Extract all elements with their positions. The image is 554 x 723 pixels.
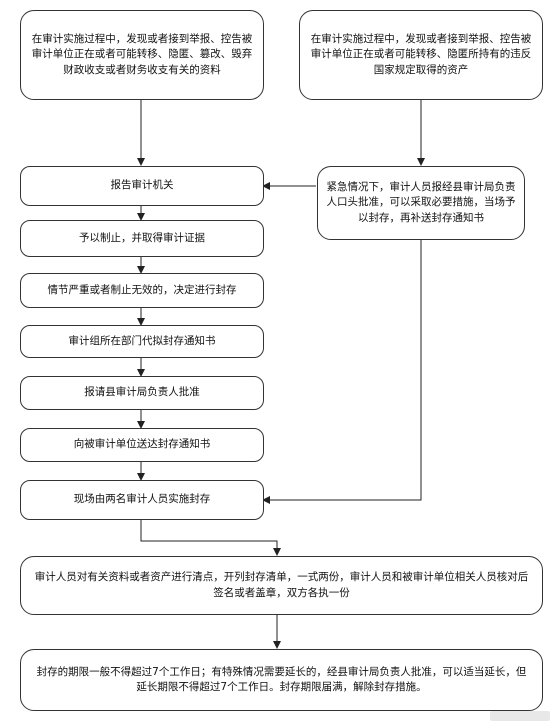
step-1-label: 报告审计机关 — [110, 179, 174, 192]
step-7-label: 现场由两名审计人员实施封存 — [73, 493, 211, 506]
deadline-box: 封存的期限一般不得超过7个工作日；有特殊情况需要延长的，经县审计局负责人批准，可… — [20, 649, 543, 711]
step-5-label: 报请县审计局负责人批准 — [84, 386, 200, 399]
step-4-label: 审计组所在部门代拟封存通知书 — [68, 334, 216, 347]
arrow-emergency-to-step7 — [262, 240, 422, 504]
step-request-approval: 报请县审计局负责人批准 — [20, 376, 264, 410]
emergency-box: 紧急情况下，审计人员报经县审计局负责人口头批准，可以采取必要措施，当场予以封存，… — [317, 166, 525, 240]
inventory-box: 审计人员对有关资料或者资产进行清点，开列封存清单，一式两份，审计人员和被审计单位… — [20, 556, 543, 615]
inventory-text: 审计人员对有关资料或者资产进行清点，开列封存清单，一式两份，审计人员和被审计单位… — [34, 571, 529, 599]
step-deliver-seal-notice: 向被审计单位送达封存通知书 — [20, 428, 264, 462]
top-right-condition-box: 在审计实施过程中，发现或者接到举报、控告被审计单位正在或者可能转移、隐匿所持有的… — [299, 10, 543, 100]
step-6-label: 向被审计单位送达封存通知书 — [73, 438, 211, 451]
step-onsite-seal: 现场由两名审计人员实施封存 — [20, 480, 264, 520]
top-left-condition-text: 在审计实施过程中，发现或者接到举报、控告被审计单位正在或者可能转移、隐匿、篡改、… — [31, 33, 253, 76]
step-report-audit-authority: 报告审计机关 — [20, 166, 264, 206]
step-stop-and-collect-evidence: 予以制止，并取得审计证据 — [20, 220, 264, 257]
emergency-text: 紧急情况下，审计人员报经县审计局负责人口头批准，可以采取必要措施，当场予以封存，… — [326, 181, 516, 224]
top-right-condition-text: 在审计实施过程中，发现或者接到举报、控告被审计单位正在或者可能转移、隐匿所持有的… — [310, 33, 532, 76]
step-draft-seal-notice: 审计组所在部门代拟封存通知书 — [20, 325, 264, 358]
watermark-image — [490, 711, 550, 721]
step-3-label: 情节严重或者制止无效的，决定进行封存 — [47, 283, 237, 296]
deadline-text: 封存的期限一般不得超过7个工作日；有特殊情况需要延长的，经县审计局负责人批准，可… — [36, 665, 527, 693]
step-decide-seal: 情节严重或者制止无效的，决定进行封存 — [20, 273, 264, 308]
arrow-step7-to-inventory — [140, 520, 281, 556]
step-2-label: 予以制止，并取得审计证据 — [79, 231, 205, 244]
top-left-condition-box: 在审计实施过程中，发现或者接到举报、控告被审计单位正在或者可能转移、隐匿、篡改、… — [20, 10, 264, 100]
